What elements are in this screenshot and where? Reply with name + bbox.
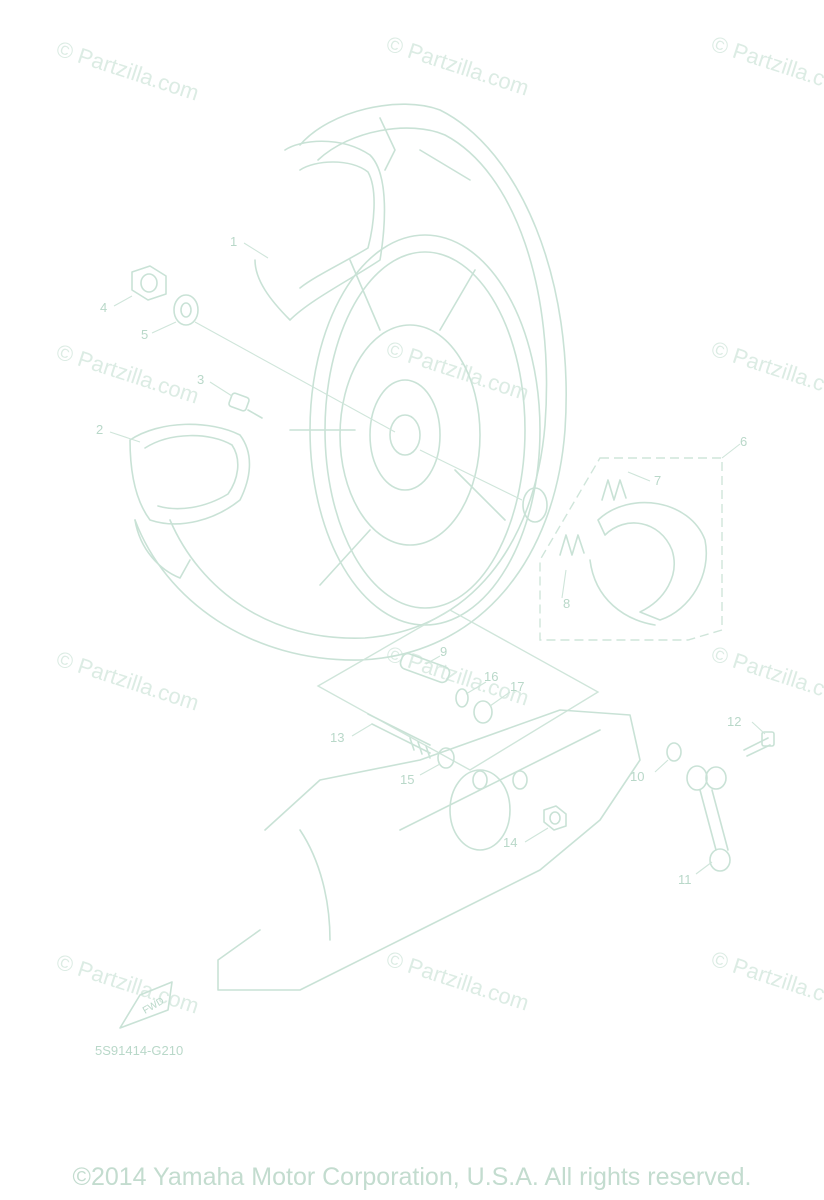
brake-camshaft-lever <box>686 765 731 872</box>
callout-16: 16 <box>484 669 498 684</box>
callout-9: 9 <box>440 644 447 659</box>
brake-camshaft <box>367 713 431 759</box>
callout-13: 13 <box>330 730 344 745</box>
callout-5: 5 <box>141 327 148 342</box>
callout-17: 17 <box>510 679 524 694</box>
flange-nut <box>543 805 567 831</box>
brake-shoe-kit <box>539 457 723 641</box>
watermark: © Partzilla.com <box>53 339 202 409</box>
watermark: © Partzilla.com <box>708 31 824 101</box>
callout-11: 11 <box>678 872 692 887</box>
callout-7: 7 <box>654 473 661 488</box>
callout-8: 8 <box>563 596 570 611</box>
collar <box>228 392 263 419</box>
callout-2: 2 <box>96 422 103 437</box>
callouts: 1 2 3 4 5 6 7 8 9 10 11 12 13 14 15 16 1… <box>96 234 747 887</box>
watermark: © Partzilla.com <box>708 946 824 1016</box>
callout-6: 6 <box>740 434 747 449</box>
callout-10: 10 <box>630 769 644 784</box>
watermark: © Partzilla.com <box>383 641 532 711</box>
oil-seal <box>522 487 548 523</box>
axle-nut <box>131 265 167 301</box>
bolt <box>743 731 775 757</box>
watermark: © Partzilla.com <box>383 946 532 1016</box>
callout-12: 12 <box>727 714 741 729</box>
watermark: © Partzilla.com <box>708 336 824 406</box>
leader-lines <box>109 242 766 875</box>
copyright-notice: ©2014 Yamaha Motor Corporation, U.S.A. A… <box>72 1163 752 1191</box>
tire <box>134 103 567 661</box>
watermark: © Partzilla.com <box>53 646 202 716</box>
spring <box>559 534 585 556</box>
spring <box>601 479 627 501</box>
callout-4: 4 <box>100 300 107 315</box>
watermark: © Partzilla.com <box>53 36 202 106</box>
callout-15: 15 <box>400 772 414 787</box>
washer <box>173 294 199 326</box>
watermark: © Partzilla.com <box>53 949 202 1019</box>
camshaft-parts <box>399 652 493 724</box>
wheel <box>129 234 541 626</box>
watermark: © Partzilla.com <box>708 641 824 711</box>
callout-3: 3 <box>197 372 204 387</box>
diagram-code: 5S91414-G210 <box>95 1043 183 1058</box>
transmission-case <box>217 709 641 991</box>
watermark: © Partzilla.com <box>383 336 532 406</box>
kit-outline <box>539 457 723 641</box>
o-ring <box>437 747 455 769</box>
watermark: © Partzilla.com <box>383 31 532 101</box>
callout-1: 1 <box>230 234 237 249</box>
callout-14: 14 <box>503 835 517 850</box>
camshaft-outline <box>316 609 600 771</box>
plain-washer <box>666 742 682 762</box>
watermarks: © Partzilla.com © Partzilla.com © Partzi… <box>53 31 824 1019</box>
